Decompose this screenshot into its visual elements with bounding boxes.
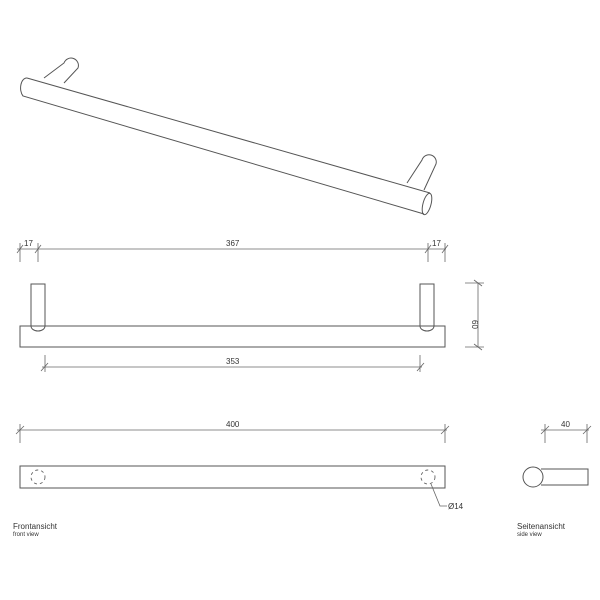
front-view-title: Frontansicht — [13, 522, 58, 531]
dim-top-right: 17 — [432, 239, 441, 248]
dim-diameter: Ø14 — [448, 502, 464, 511]
dim-height: 60 — [470, 320, 479, 329]
side-view: 40 — [522, 420, 592, 488]
side-view-label: Seitenansicht side view — [517, 522, 565, 538]
isometric-view — [20, 57, 437, 216]
side-view-title: Seitenansicht — [517, 522, 566, 531]
dim-inner-span: 353 — [226, 357, 240, 366]
dim-top-left: 17 — [24, 239, 33, 248]
front-view-subtitle: front view — [13, 532, 39, 538]
top-view: 17 367 17 60 353 — [16, 239, 484, 372]
front-view: 400 Ø14 — [15, 420, 464, 511]
front-view-label: Frontansicht front view — [13, 522, 57, 538]
dim-total-length: 400 — [226, 420, 240, 429]
dim-top-span: 367 — [226, 239, 240, 248]
dim-side-depth: 40 — [561, 420, 570, 429]
side-view-subtitle: side view — [517, 532, 542, 538]
